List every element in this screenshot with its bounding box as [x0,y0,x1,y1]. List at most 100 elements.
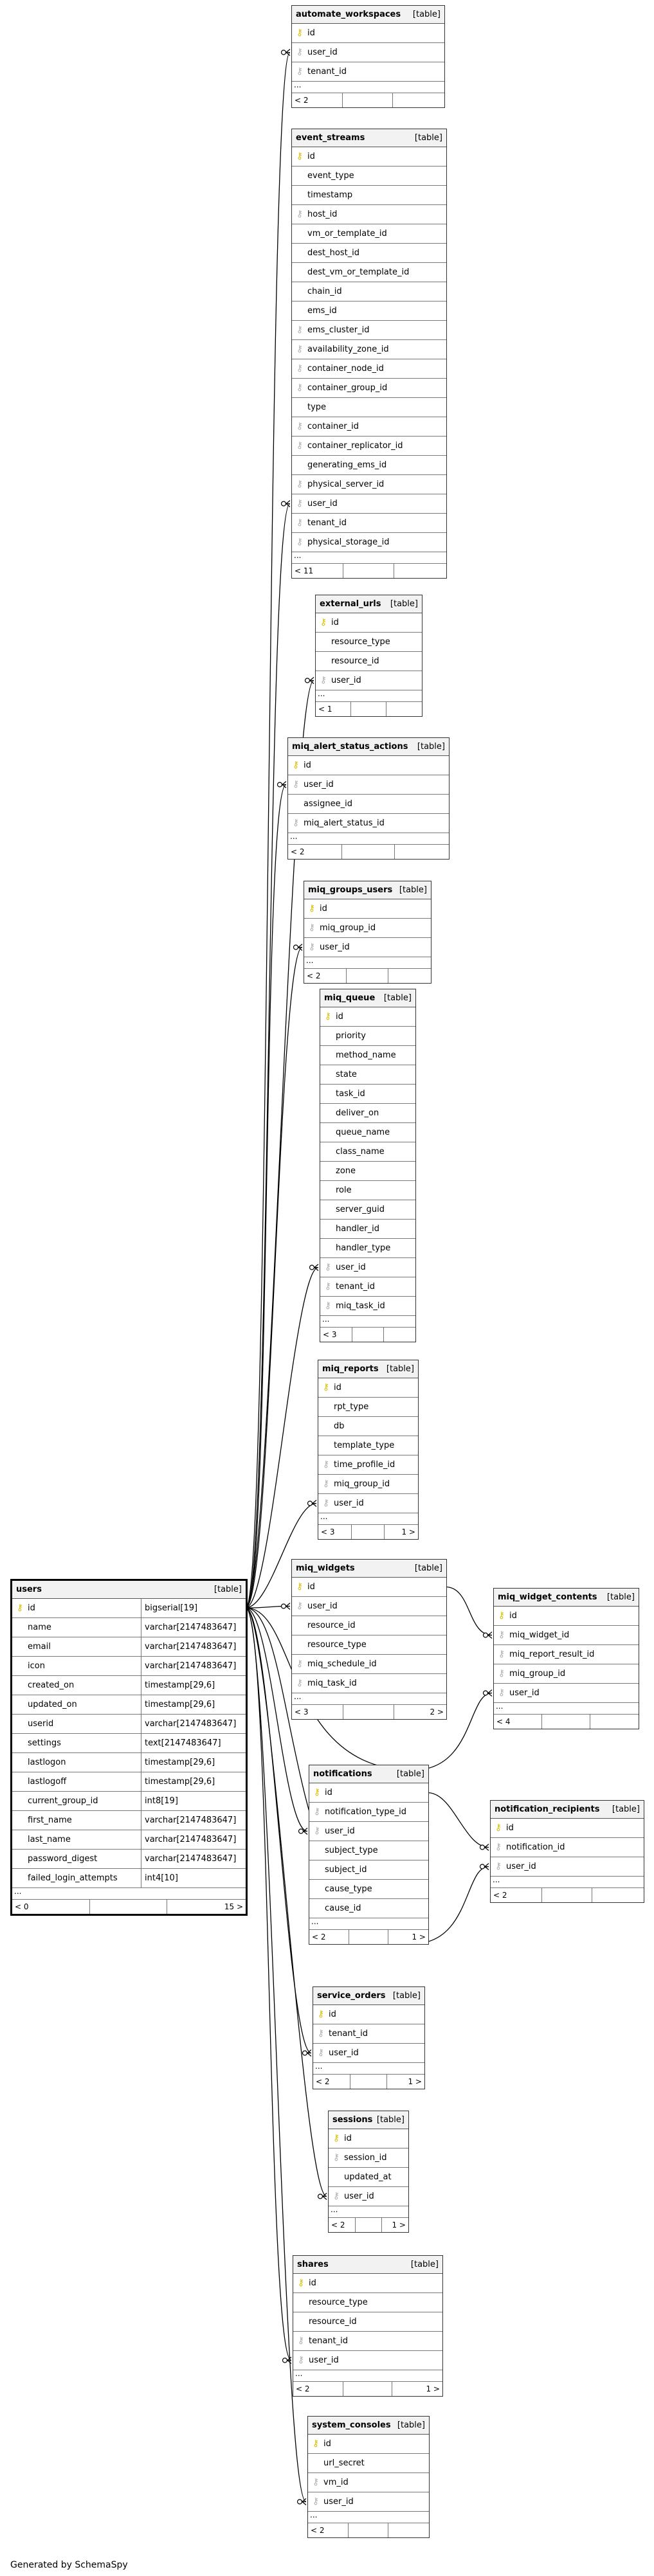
table-name[interactable]: miq_reports [322,1364,379,1374]
table-name[interactable]: sessions [332,2115,373,2125]
table-name[interactable]: miq_groups_users [308,885,393,895]
column-row[interactable]: ⚷id [313,2005,424,2024]
column-row[interactable]: ⚷notification_id [491,1838,644,1857]
column-row[interactable]: ⚷user_id [329,2187,408,2206]
column-row[interactable]: ⚷user_id [292,1597,446,1616]
table-name[interactable]: notification_recipients [495,1805,600,1814]
column-row[interactable]: ems_id [292,302,446,321]
table-name[interactable]: external_urls [320,599,381,609]
parents-count[interactable]: < 2 [312,1932,326,1941]
children-count[interactable]: 2 > [430,1707,444,1716]
column-row[interactable]: ⚷availability_zone_id [292,340,446,359]
parents-count[interactable]: < 0 [15,1902,29,1911]
column-row[interactable]: ⚷id [309,1783,428,1803]
column-row[interactable]: ⚷id [316,613,422,633]
column-row[interactable]: assignee_id [288,795,449,814]
children-count[interactable]: 15 > [224,1902,243,1911]
parents-count[interactable]: < 2 [291,847,305,856]
column-row[interactable]: chain_id [292,282,446,302]
column-row[interactable]: ⚷miq_task_id [292,1674,446,1693]
column-row[interactable]: ⚷id [292,147,446,167]
parents-count[interactable]: < 2 [296,2384,310,2393]
column-row[interactable]: resource_id [293,2312,442,2332]
column-row[interactable]: ⚷user_id [320,1258,415,1277]
children-count[interactable]: 1 > [412,1932,426,1941]
column-row[interactable]: ⚷vm_id [308,2473,429,2492]
parents-count[interactable]: < 11 [295,566,314,575]
column-row[interactable]: server_guid [320,1200,415,1220]
column-row[interactable]: ⚷tenant_id [292,62,444,82]
column-row[interactable]: zone [320,1162,415,1181]
parents-count[interactable]: < 2 [311,2526,325,2535]
column-row[interactable]: ⚷user_id [313,2044,424,2063]
column-row[interactable]: ⚷tenant_id [293,2332,442,2351]
column-row[interactable]: deliver_on [320,1104,415,1123]
table-name[interactable]: system_consoles [312,2420,391,2430]
column-row[interactable]: queue_name [320,1123,415,1142]
column-row[interactable]: cause_type [309,1880,428,1899]
table-notification-recipients[interactable]: notification_recipients[table]⚷id⚷notifi… [490,1800,644,1903]
parents-count[interactable]: < 2 [316,2077,330,2086]
column-row[interactable]: ⚷id [320,1007,415,1027]
column-row[interactable]: ⚷miq_group_id [304,919,431,938]
parents-count[interactable]: < 2 [331,2220,345,2229]
children-count[interactable]: 1 > [408,2077,422,2086]
children-count[interactable]: 1 > [426,2384,440,2393]
parents-count[interactable]: < 4 [496,1717,511,1726]
parents-count[interactable]: < 2 [295,96,309,105]
table-name[interactable]: automate_workspaces [296,10,401,19]
column-row[interactable]: handler_id [320,1220,415,1239]
column-row[interactable]: ⚷container_group_id [292,379,446,398]
column-row[interactable]: ⚷user_id [292,43,444,62]
table-service-orders[interactable]: service_orders[table]⚷id⚷tenant_id⚷user_… [313,1986,425,2089]
column-row[interactable]: generating_ems_id [292,456,446,475]
column-row[interactable]: ⚷user_id [293,2351,442,2370]
parents-count[interactable]: < 2 [307,971,321,980]
column-row[interactable]: ⚷user_id [494,1684,639,1703]
column-row[interactable]: ⚷tenant_id [313,2024,424,2044]
parents-count[interactable]: < 3 [321,1527,335,1536]
table-name[interactable]: miq_widget_contents [498,1592,597,1602]
table-notifications[interactable]: notifications[table]⚷id⚷notification_typ… [309,1765,429,1945]
column-row[interactable]: resource_id [292,1616,446,1635]
column-row[interactable]: ⚷id [494,1607,639,1626]
column-row[interactable]: ⚷miq_group_id [494,1664,639,1684]
column-row[interactable]: ⚷id [304,899,431,919]
column-row[interactable]: type [292,398,446,417]
table-name[interactable]: users [16,1585,42,1594]
table-name[interactable]: service_orders [317,1991,386,2001]
column-row[interactable]: resource_id [316,652,422,671]
column-row[interactable]: ⚷physical_storage_id [292,533,446,552]
column-row[interactable]: updated_at [329,2168,408,2187]
column-row[interactable]: rpt_type [318,1398,418,1417]
parents-count[interactable]: < 3 [323,1330,337,1339]
column-row[interactable]: ⚷session_id [329,2148,408,2168]
column-row[interactable]: ⚷id [491,1819,644,1838]
column-row[interactable]: role [320,1181,415,1200]
column-row[interactable]: handler_type [320,1239,415,1258]
column-row[interactable]: ⚷ems_cluster_id [292,321,446,340]
column-row[interactable]: ⚷user_id [309,1822,428,1841]
children-count[interactable]: 1 > [392,2220,406,2229]
column-row[interactable]: state [320,1065,415,1085]
table-name[interactable]: event_streams [296,133,365,143]
table-name[interactable]: miq_widgets [296,1563,355,1573]
column-row[interactable]: ⚷miq_widget_id [494,1626,639,1645]
column-row[interactable]: ⚷id [329,2129,408,2148]
column-row[interactable]: ⚷id [318,1378,418,1398]
